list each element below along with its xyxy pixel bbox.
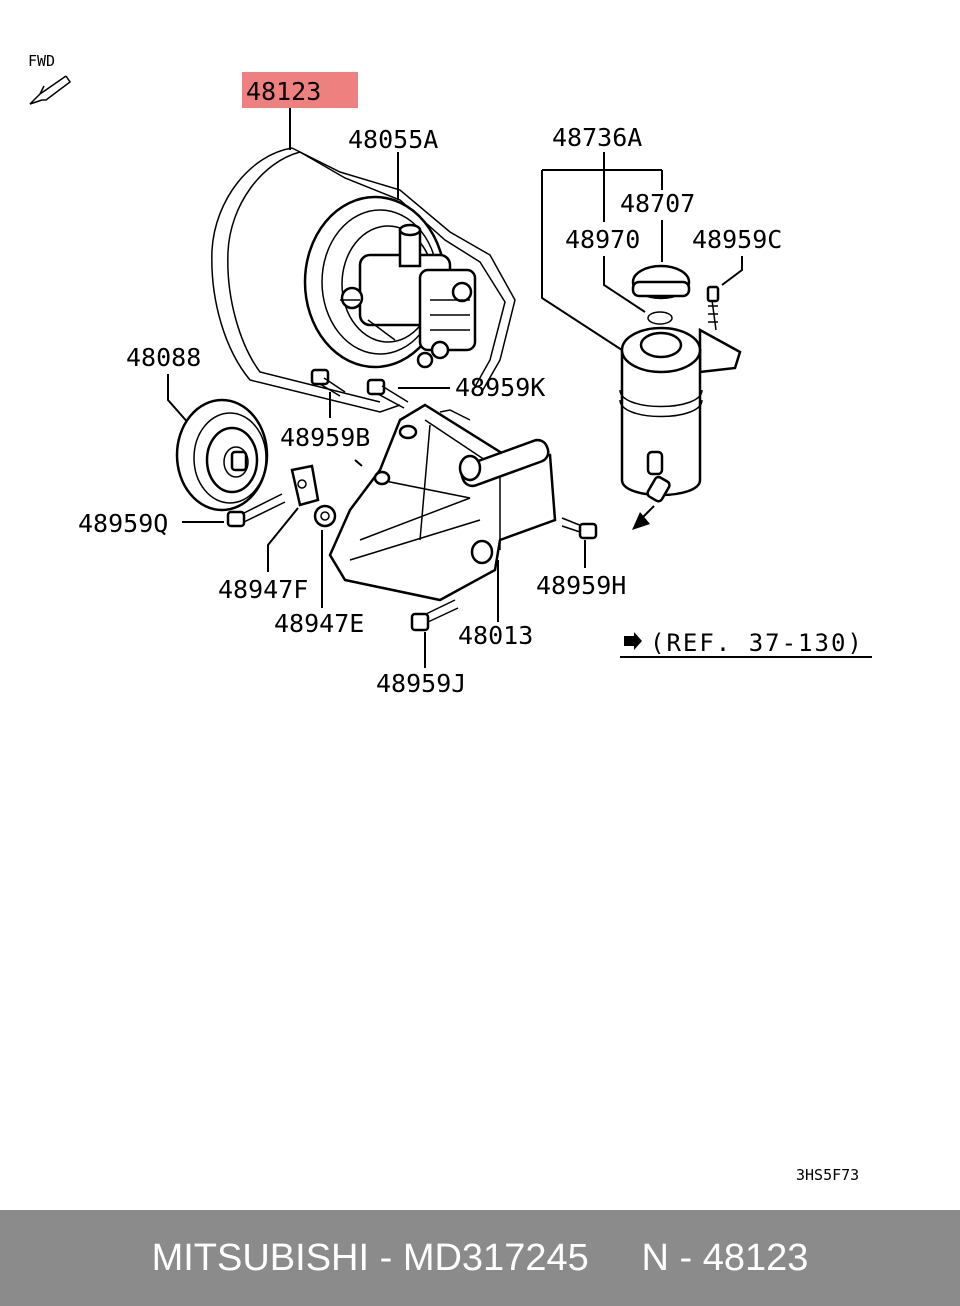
bolt-k [366,378,409,409]
label-bolt-q: 48959Q [78,509,168,538]
fwd-arrow-icon [29,75,72,105]
parts-diagram: FWD 48123 48055A 48736A 48707 48970 4895… [28,52,872,1184]
fluid-reservoir [619,264,742,530]
label-bolt-h: 48959H [536,571,626,600]
power-steering-pump [303,195,477,369]
arrow-right-icon [624,632,642,650]
label-bolt-c: 48959C [692,225,782,254]
label-oring: 48970 [565,225,640,254]
bolt-b [310,368,346,397]
bracket-f [290,464,320,507]
label-belt: 48123 [246,77,321,106]
fwd-label: FWD [28,52,55,70]
label-reservoir-assy: 48736A [552,123,642,152]
bolt-q [226,493,286,528]
highlight-box [242,72,358,108]
idler-pulley [175,398,269,512]
nut-e [313,504,337,528]
arrow-down-icon [632,512,650,530]
label-bolt-k: 48959K [455,373,545,402]
reference-note: (REF. 37-130) [620,629,872,658]
mounting-bracket [328,403,557,602]
label-bolt-j: 48959J [376,669,466,698]
label-pump: 48055A [348,125,438,154]
label-idler: 48088 [126,343,201,372]
footer-bar: MITSUBISHI - MD317245 N - 48123 [0,1210,960,1306]
fwd-indicator: FWD [28,52,72,105]
reference-text: (REF. 37-130) [650,629,864,657]
footer-text: MITSUBISHI - MD317245 N - 48123 [151,1236,809,1279]
bolt-j [410,599,459,632]
drive-belt [211,147,516,413]
bolt-h [561,517,598,540]
label-nut-e: 48947E [274,609,364,638]
label-bolt-b: 48959B [280,423,370,452]
label-cap: 48707 [620,189,695,218]
label-bracket-f: 48947F [218,575,308,604]
label-bracket: 48013 [458,621,533,650]
drawing-code: 3HS5F73 [796,1166,859,1184]
